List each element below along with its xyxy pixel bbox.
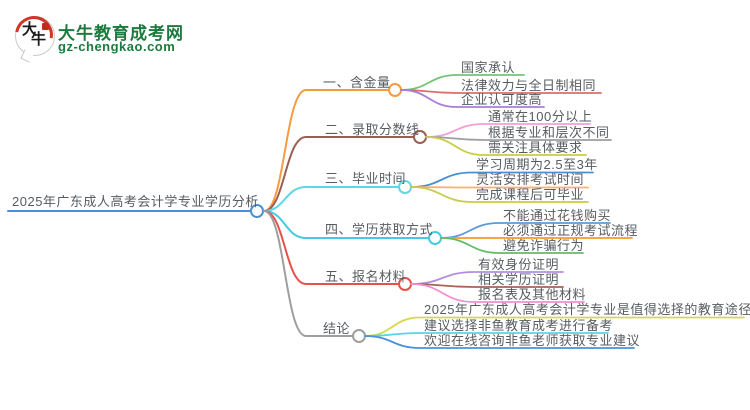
child-label-1-1[interactable]: 国家承认 — [461, 60, 516, 75]
child-label-1-2[interactable]: 法律效力与全日制相同 — [461, 77, 597, 93]
branch-toggle[interactable] — [352, 329, 366, 343]
child-connector — [440, 237, 584, 254]
child-connector — [410, 283, 585, 303]
child-label-4-3[interactable]: 避免诈骗行为 — [503, 238, 585, 253]
child-label-2-3[interactable]: 需关注具体要求 — [488, 140, 583, 155]
child-label-6-2[interactable]: 建议选择非鱼教育成考进行备考 — [424, 317, 614, 333]
branch-connector — [263, 186, 400, 212]
site-logo[interactable]: 大 牛 大牛教育成考网 gz-chengkao.com — [0, 0, 260, 70]
branch-connector — [263, 136, 415, 212]
branch-label-4[interactable]: 四、学历获取方式 — [325, 222, 434, 237]
child-label-5-3[interactable]: 报名表及其他材料 — [478, 287, 587, 302]
branch-label-2[interactable]: 二、录取分数线 — [325, 122, 420, 137]
child-label-3-2[interactable]: 灵活安排考试时间 — [476, 172, 585, 187]
child-connector — [425, 136, 587, 156]
branch-label-5[interactable]: 五、报名材料 — [325, 269, 407, 284]
logo-calligraphy: 牛 — [31, 32, 47, 48]
child-label-6-1[interactable]: 2025年广东成人高考会计学专业是值得选择的教育途径 — [424, 302, 750, 317]
branch-label-6[interactable]: 结论 — [323, 321, 351, 336]
child-label-3-1[interactable]: 学习周期为2.5至3年 — [476, 157, 598, 172]
child-label-6-3[interactable]: 欢迎在线咨询非鱼老师获取专业建议 — [424, 332, 641, 348]
daniu-logo-icon: 大 牛 — [7, 8, 61, 63]
child-label-4-1[interactable]: 不能通过花钱购买 — [503, 208, 612, 223]
branch-connector — [263, 89, 390, 212]
branch-connector — [263, 210, 354, 337]
child-label-3-3[interactable]: 完成课程后可毕业 — [476, 187, 585, 202]
child-label-2-2[interactable]: 根据专业和层次不同 — [488, 125, 610, 140]
branch-label-1[interactable]: 一、含金量 — [323, 75, 391, 90]
site-name: 大牛教育成考网 — [58, 24, 184, 43]
site-domain: gz-chengkao.com — [58, 39, 176, 54]
branch-connector — [263, 210, 430, 239]
logo-seal-icon — [42, 23, 49, 30]
child-label-4-2[interactable]: 必须通过正规考试流程 — [503, 222, 639, 238]
child-connector — [410, 186, 589, 203]
child-label-2-1[interactable]: 通常在100分以上 — [488, 109, 593, 124]
child-label-1-3[interactable]: 企业认可度高 — [461, 92, 543, 107]
branch-label-3[interactable]: 三、毕业时间 — [325, 171, 407, 186]
branch-toggle[interactable] — [388, 83, 402, 97]
logo-calligraphy: 大 — [22, 22, 38, 38]
child-connector — [400, 89, 545, 108]
child-label-5-2[interactable]: 相关学历证明 — [478, 272, 560, 287]
branch-connector — [263, 210, 400, 285]
root-topic[interactable]: 2025年广东成人高考会计学专业学历分析 — [12, 194, 259, 209]
child-label-5-1[interactable]: 有效身份证明 — [478, 257, 560, 272]
child-connector — [364, 335, 635, 349]
